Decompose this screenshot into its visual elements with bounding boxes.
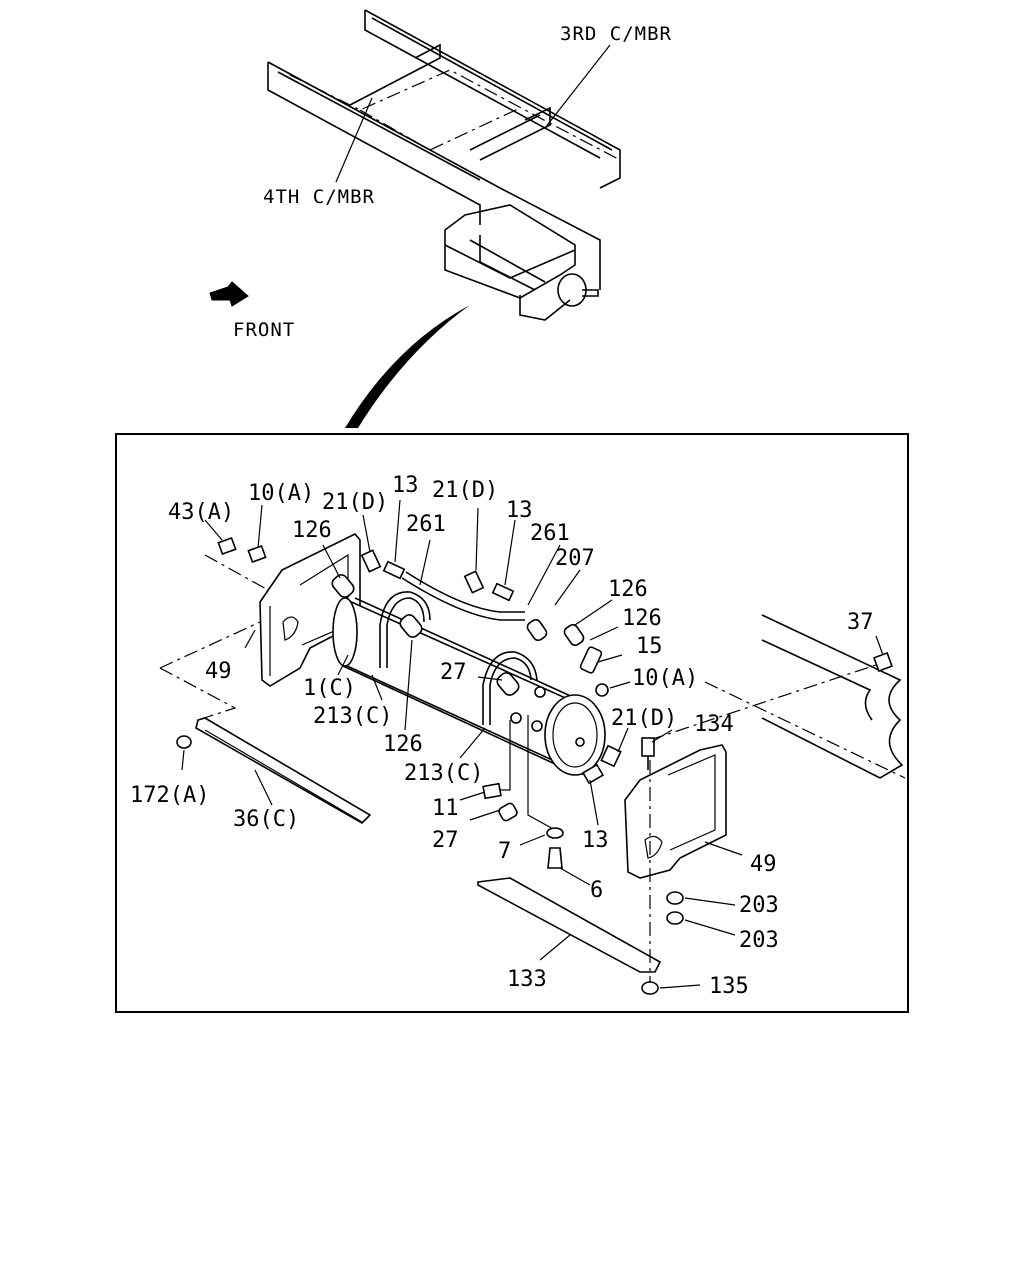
callout-labels: 43(A) 10(A) 21(D) 13 21(D) 126 261 13 26… bbox=[130, 473, 874, 999]
callout-15: 15 bbox=[636, 634, 663, 659]
callout-203-1: 203 bbox=[739, 893, 779, 918]
callout-203-2: 203 bbox=[739, 928, 779, 953]
callout-6: 6 bbox=[590, 878, 603, 903]
label-3rd-cross-member: 3RD C/MBR bbox=[560, 23, 672, 45]
callout-133: 133 bbox=[507, 967, 547, 992]
callout-27-1: 27 bbox=[440, 660, 467, 685]
callout-126-2: 126 bbox=[608, 577, 648, 602]
callout-49-left: 49 bbox=[205, 659, 232, 684]
callout-207: 207 bbox=[555, 546, 595, 571]
callout-27-2: 27 bbox=[432, 828, 459, 853]
callout-21d-1: 21(D) bbox=[322, 490, 388, 515]
callout-37: 37 bbox=[847, 610, 874, 635]
label-front: FRONT bbox=[233, 319, 295, 341]
callout-134: 134 bbox=[694, 712, 734, 737]
callout-43a: 43(A) bbox=[168, 500, 234, 525]
callout-leaders bbox=[181, 499, 884, 989]
callout-213c-1: 213(C) bbox=[313, 704, 392, 729]
callout-172a: 172(A) bbox=[130, 783, 209, 808]
callout-21d-2: 21(D) bbox=[432, 478, 498, 503]
callout-36c: 36(C) bbox=[233, 807, 299, 832]
callout-126-1: 126 bbox=[292, 518, 332, 543]
detail-pointer-arrow bbox=[345, 305, 470, 428]
callout-126-4: 126 bbox=[383, 732, 423, 757]
callout-49-right: 49 bbox=[750, 852, 777, 877]
front-arrow-icon bbox=[209, 281, 249, 307]
detail-frame bbox=[115, 433, 909, 1013]
callout-13-3: 13 bbox=[582, 828, 609, 853]
callout-13-1: 13 bbox=[392, 473, 419, 498]
callout-261-2: 261 bbox=[530, 521, 570, 546]
callout-10a-right: 10(A) bbox=[632, 666, 698, 691]
callout-135: 135 bbox=[709, 974, 749, 999]
callout-1c: 1(C) bbox=[303, 676, 356, 701]
label-4th-cross-member: 4TH C/MBR bbox=[263, 186, 375, 208]
callout-261-1: 261 bbox=[406, 512, 446, 537]
callout-10a-top: 10(A) bbox=[248, 481, 314, 506]
callout-21d-3: 21(D) bbox=[611, 706, 677, 731]
callout-213c-2: 213(C) bbox=[404, 761, 483, 786]
callout-126-3: 126 bbox=[622, 606, 662, 631]
exploded-assembly bbox=[159, 533, 906, 995]
callout-13-2: 13 bbox=[506, 498, 533, 523]
chassis-overview bbox=[267, 9, 621, 321]
callout-7: 7 bbox=[498, 839, 511, 864]
callout-11: 11 bbox=[432, 796, 459, 821]
